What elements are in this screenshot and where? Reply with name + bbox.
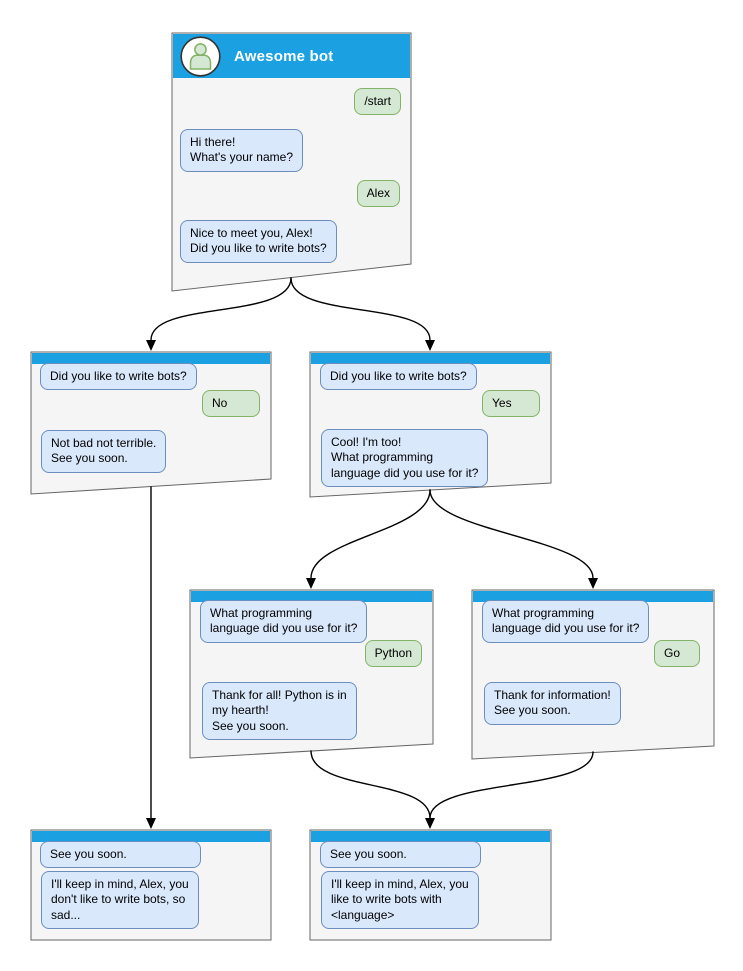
- user-message-bubble: Yes: [482, 390, 540, 418]
- arrowhead: [146, 340, 156, 351]
- bot-message-bubble: Thank for information! See you soon.: [484, 682, 621, 725]
- chat-window-branch-go: What programming language did you use fo…: [472, 590, 714, 759]
- chat-window-main: Awesome bot /start Hi there! What's your…: [172, 33, 411, 291]
- bot-message-bubble: I'll keep in mind, Alex, you don't like …: [41, 871, 199, 930]
- flow-arrow-go-to-end: [429, 751, 594, 819]
- bot-title: Awesome bot: [234, 47, 334, 65]
- flow-arrow-main-to-yes: [290, 277, 431, 341]
- user-message-bubble: Go: [654, 640, 700, 668]
- bot-message-bubble: Did you like to write bots?: [320, 363, 477, 391]
- flow-arrow-yes-to-python: [310, 489, 431, 579]
- window-header: [32, 831, 270, 842]
- bot-message-bubble: Thank for all! Python is in my hearth! S…: [202, 682, 357, 741]
- user-message-bubble: /start: [354, 88, 401, 116]
- flow-arrow-yes-to-go: [429, 489, 594, 579]
- flow-arrow-python-to-end: [310, 750, 431, 819]
- bot-message-bubble: Hi there! What's your name?: [180, 129, 304, 172]
- bot-message-bubble: Not bad not terrible. See you soon.: [41, 430, 167, 473]
- chat-window-branch-python: What programming language did you use fo…: [190, 590, 433, 758]
- arrowhead: [588, 578, 598, 589]
- chat-window-end-yes: See you soon. I'll keep in mind, Alex, y…: [310, 830, 551, 940]
- arrowhead: [146, 818, 156, 829]
- bot-message-bubble: See you soon.: [40, 841, 201, 869]
- window-header: [32, 353, 270, 364]
- window-header: Awesome bot: [173, 34, 410, 78]
- user-message-bubble: Python: [364, 640, 422, 668]
- window-header: [311, 353, 550, 364]
- chat-window-end-no: See you soon. I'll keep in mind, Alex, y…: [31, 830, 271, 940]
- window-header: [473, 591, 713, 602]
- window-header: [191, 591, 432, 602]
- bot-message-bubble: Cool! I'm too! What programming language…: [321, 429, 489, 488]
- arrowhead: [306, 578, 316, 589]
- bot-message-bubble: See you soon.: [320, 841, 481, 869]
- bot-message-bubble: Did you like to write bots?: [40, 363, 197, 391]
- arrowhead: [425, 818, 435, 829]
- bot-avatar-icon: [180, 35, 221, 77]
- user-message-bubble: No: [202, 390, 260, 418]
- bot-message-bubble: What programming language did you use fo…: [200, 600, 368, 643]
- chat-window-branch-no: Did you like to write bots? No Not bad n…: [31, 352, 271, 494]
- arrowhead: [425, 340, 435, 351]
- bot-message-bubble: Nice to meet you, Alex! Did you like to …: [180, 220, 337, 263]
- chat-window-branch-yes: Did you like to write bots? Yes Cool! I'…: [310, 352, 551, 497]
- bot-message-bubble: I'll keep in mind, Alex, you like to wri…: [321, 871, 479, 930]
- window-header: [311, 831, 550, 842]
- user-message-bubble: Alex: [356, 180, 400, 208]
- bot-message-bubble: What programming language did you use fo…: [482, 600, 650, 643]
- flow-arrow-main-to-no: [150, 277, 292, 341]
